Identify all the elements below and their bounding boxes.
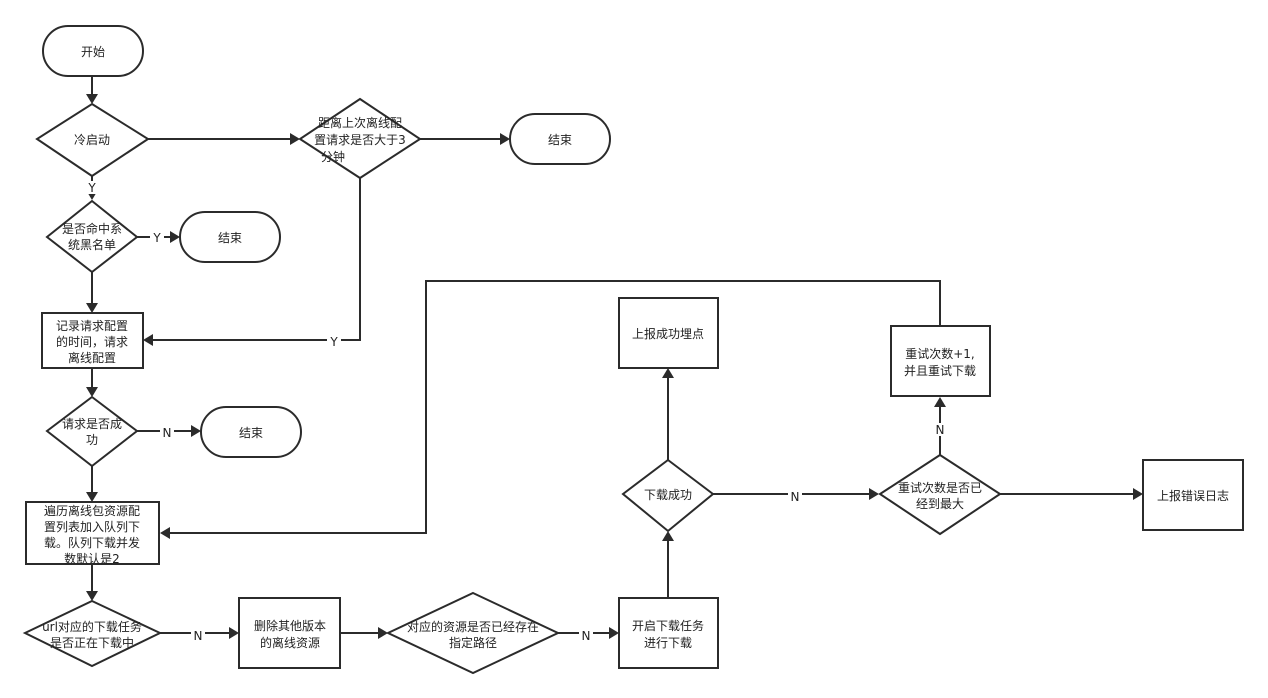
arrowhead <box>500 133 510 145</box>
node-delete-old-line1: 删除其他版本 <box>254 618 326 633</box>
node-exists-line1: 对应的资源是否已经存在 <box>407 619 539 634</box>
arrowhead <box>934 397 946 407</box>
arrowhead <box>143 334 153 346</box>
node-time-check: 距离上次离线配 置请求是否大于3 分钟 <box>298 97 422 180</box>
node-start-download-line1: 开启下载任务 <box>632 618 704 633</box>
node-retry: 重试次数+1, 并且重试下载 <box>890 325 991 397</box>
node-record-line1: 记录请求配置 <box>56 319 128 333</box>
edge-label-exists-no: N <box>582 629 591 643</box>
node-start-download-line2: 进行下载 <box>644 636 692 650</box>
node-cold-start-label: 冷启动 <box>74 133 110 147</box>
arrowhead <box>229 627 239 639</box>
node-retry-line1: 重试次数+1, <box>905 346 975 361</box>
edge-timecheck-record <box>153 178 361 341</box>
edge-label-coldstart-yes: Y <box>87 181 96 195</box>
node-delete-old: 删除其他版本 的离线资源 <box>238 597 341 669</box>
arrowhead <box>869 488 879 500</box>
node-end-fail: 结束 <box>200 406 302 458</box>
node-retry-line2: 并且重试下载 <box>904 363 976 378</box>
arrowhead <box>191 425 201 437</box>
arrowhead <box>378 627 388 639</box>
edge-label-req-no: N <box>163 426 172 440</box>
node-start-download: 开启下载任务 进行下载 <box>618 597 719 669</box>
node-downloading-line2: 是否正在下载中 <box>50 635 134 650</box>
arrowhead <box>160 527 170 539</box>
edge-label-downloading-no: N <box>194 629 203 643</box>
node-delete-old-line2: 的离线资源 <box>260 635 320 650</box>
node-traverse-line3: 载。队列下载并发 <box>44 535 140 550</box>
node-record-line3: 离线配置 <box>68 350 116 365</box>
edge-retry-traverse <box>170 280 941 534</box>
arrowhead <box>662 531 674 541</box>
node-time-check-line1: 距离上次离线配 <box>318 115 402 130</box>
node-traverse-line2: 置列表加入队列下 <box>44 519 140 534</box>
node-start-label: 开始 <box>81 45 105 59</box>
node-exists-line2: 指定路径 <box>449 635 497 650</box>
node-time-check-line2: 置请求是否大于3 <box>314 133 406 147</box>
node-end-blacklist-label: 结束 <box>218 231 242 245</box>
node-retry-max: 重试次数是否已 经到最大 <box>878 453 1002 536</box>
node-req-success: 请求是否成 功 <box>45 395 139 468</box>
node-retry-max-line2: 经到最大 <box>916 497 964 511</box>
edges <box>86 76 1143 639</box>
edge-label-download-no: N <box>791 490 800 504</box>
node-end-top: 结束 <box>509 113 611 165</box>
node-end-top-label: 结束 <box>548 133 572 147</box>
node-record: 记录请求配置 的时间，请求 离线配置 <box>41 312 144 369</box>
node-end-blacklist: 结束 <box>179 211 281 263</box>
node-report-success: 上报成功埋点 <box>618 297 719 369</box>
node-download-ok-label: 下载成功 <box>644 488 692 502</box>
node-blacklist-line1: 是否命中系 <box>62 221 122 236</box>
arrowhead <box>86 303 98 313</box>
node-blacklist-line2: 统黑名单 <box>68 237 116 252</box>
arrowhead <box>86 591 98 601</box>
node-downloading: url对应的下载任务 是否正在下载中 <box>22 599 163 668</box>
edge-label-time-yes: Y <box>329 335 338 349</box>
node-download-ok: 下载成功 <box>621 458 715 533</box>
node-cold-start: 冷启动 <box>35 102 150 178</box>
node-blacklist: 是否命中系 统黑名单 <box>45 199 139 274</box>
node-report-error-label: 上报错误日志 <box>1157 488 1229 503</box>
node-time-check-line3: 分钟 <box>321 149 345 164</box>
node-retry-max-line1: 重试次数是否已 <box>898 480 982 495</box>
node-req-success-line1: 请求是否成 <box>62 417 122 431</box>
arrowhead <box>1133 488 1143 500</box>
node-report-success-label: 上报成功埋点 <box>632 326 704 341</box>
arrowhead <box>86 492 98 502</box>
arrowhead <box>170 231 180 243</box>
node-traverse-line4: 数默认是2 <box>64 551 120 566</box>
node-traverse-line1: 遍历离线包资源配 <box>44 503 140 518</box>
arrowhead <box>86 387 98 397</box>
node-downloading-line1: url对应的下载任务 <box>42 619 142 634</box>
node-exists: 对应的资源是否已经存在 指定路径 <box>385 591 561 675</box>
arrowhead <box>609 627 619 639</box>
edge-label-blacklist-yes: Y <box>152 231 161 245</box>
node-report-error: 上报错误日志 <box>1142 459 1244 531</box>
edge-labels: Y Y Y N N N N N <box>85 181 947 643</box>
node-req-success-line2: 功 <box>86 433 98 447</box>
node-start: 开始 <box>42 25 144 77</box>
node-end-fail-label: 结束 <box>239 426 263 440</box>
arrowhead <box>662 368 674 378</box>
edge-label-retry-no: N <box>936 423 945 437</box>
arrowhead <box>86 94 98 104</box>
node-traverse: 遍历离线包资源配 置列表加入队列下 载。队列下载并发 数默认是2 <box>25 501 160 566</box>
node-record-line2: 的时间，请求 <box>56 334 128 349</box>
arrowhead <box>290 133 300 145</box>
